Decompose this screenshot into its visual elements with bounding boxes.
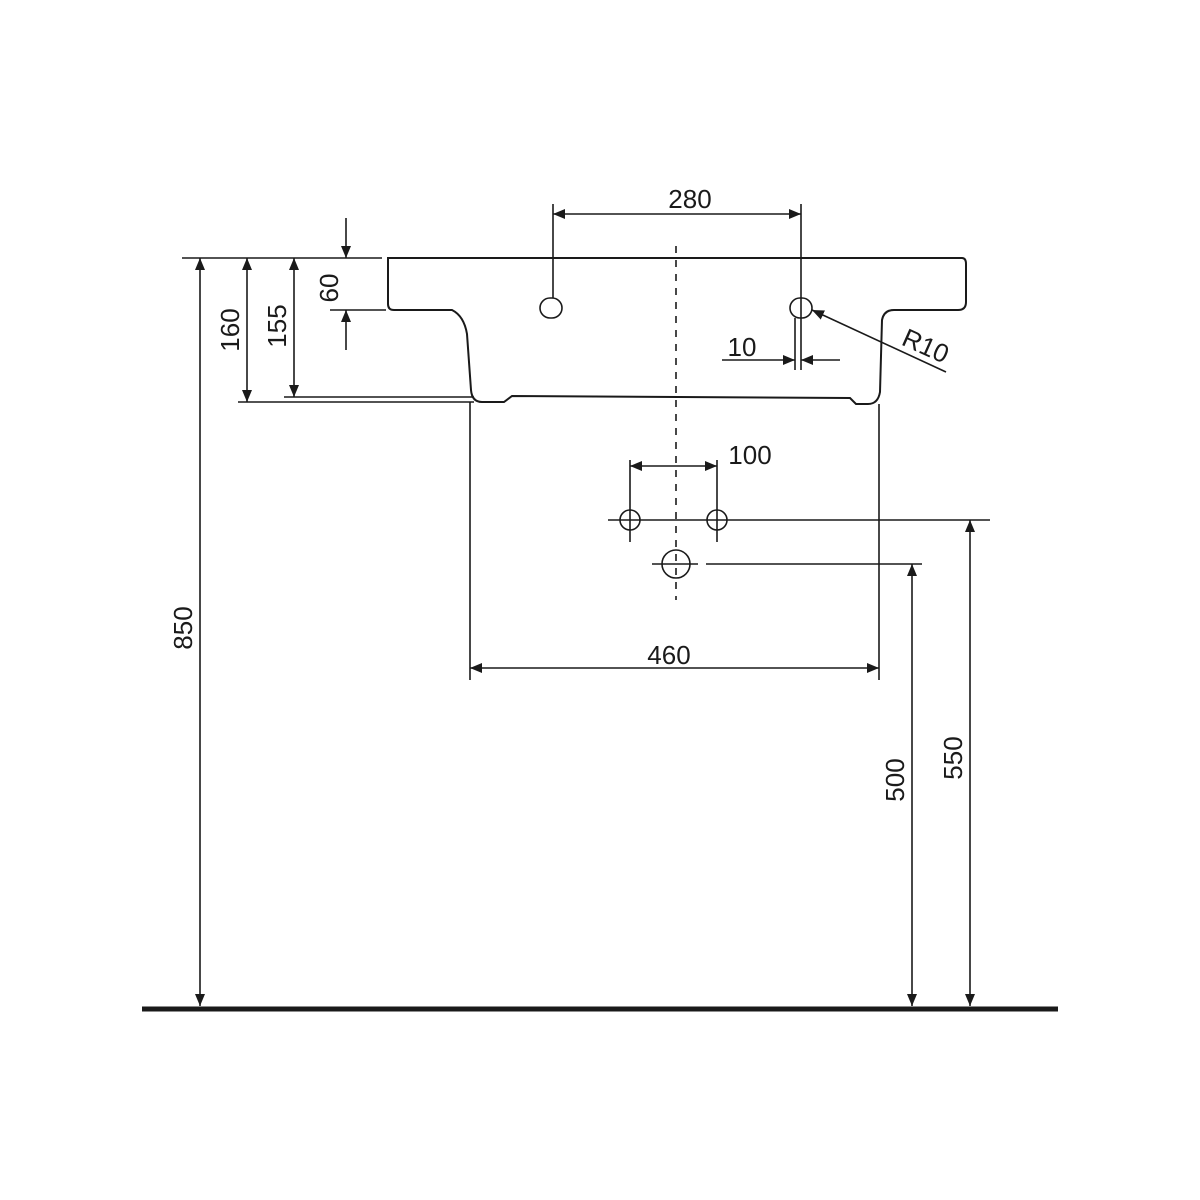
label-10: 10 — [728, 332, 757, 362]
waste-hole — [661, 549, 691, 579]
label-r10: R10 — [898, 322, 954, 369]
label-500: 500 — [880, 758, 910, 801]
label-850: 850 — [168, 606, 198, 649]
label-550: 550 — [938, 736, 968, 779]
label-280: 280 — [668, 184, 711, 214]
label-100: 100 — [728, 440, 771, 470]
basin-outline — [387, 257, 967, 405]
supply-hole-left — [619, 509, 641, 531]
label-160: 160 — [215, 308, 245, 351]
extension-lines — [182, 204, 990, 680]
tap-hole-left — [539, 297, 563, 319]
supply-hole-right — [706, 509, 728, 531]
label-155: 155 — [262, 304, 292, 347]
label-60: 60 — [314, 274, 344, 303]
label-460: 460 — [647, 640, 690, 670]
dim-leader-r10 — [811, 309, 947, 373]
